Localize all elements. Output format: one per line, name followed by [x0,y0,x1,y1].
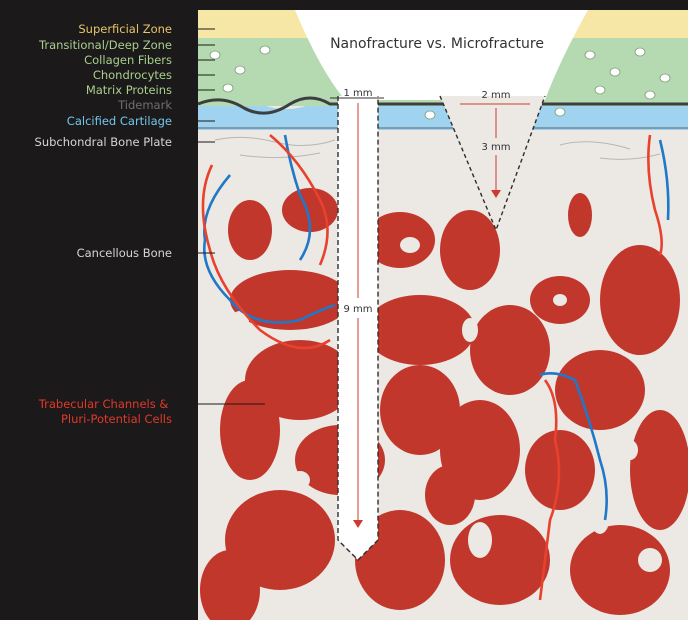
label-tidemark: Tidemark [117,98,172,112]
label-collagen-fibers: Collagen Fibers [84,53,172,67]
label-calcified-cartilage: Calcified Cartilage [67,114,172,128]
micro-depth-label: 3 mm [481,142,510,153]
label-transitional-deep-zone: Transitional/Deep Zone [38,38,172,52]
label-matrix-proteins: Matrix Proteins [86,83,172,97]
label-chondrocytes: Chondrocytes [93,68,172,82]
nano-depth-label: 9 mm [343,304,372,315]
title-notch [295,10,588,100]
diagram-title: Nanofracture vs. Microfracture [330,36,544,52]
layer-labels: Superficial Zone Transitional/Deep Zone … [35,22,173,426]
subchondral-plate [198,128,688,160]
micro-width-label: 2 mm [481,90,510,101]
label-subchondral-bone-plate: Subchondral Bone Plate [35,135,172,149]
label-superficial-zone: Superficial Zone [78,22,172,36]
nano-width-label: 1 mm [343,88,372,99]
label-cancellous-bone: Cancellous Bone [77,246,172,260]
label-trabecular-channels: Trabecular Channels & Pluri-Potential Ce… [38,397,172,426]
